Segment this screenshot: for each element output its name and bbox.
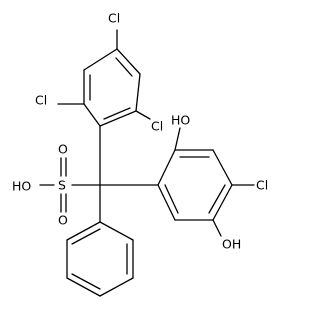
chemical-structure: Cl Cl Cl HO Cl OH HO S O O xyxy=(12,11,268,297)
label-oh-top: HO xyxy=(171,113,190,128)
double-bond-inner xyxy=(115,57,133,77)
label-cl-right: Cl xyxy=(151,119,163,134)
central-carbon-bonds xyxy=(71,125,159,223)
label-cl-left: Cl xyxy=(35,93,47,108)
bond xyxy=(66,277,101,297)
atom-labels: Cl Cl Cl HO Cl OH HO S O O xyxy=(12,11,268,252)
bond xyxy=(116,48,141,75)
bond xyxy=(66,221,101,241)
bond xyxy=(212,149,233,186)
double-bond-inner xyxy=(103,107,131,120)
double-bond-inner xyxy=(164,184,179,214)
bond xyxy=(99,221,134,241)
sulfonic-acid-group xyxy=(39,157,67,213)
double-bond-inner xyxy=(71,273,101,290)
label-cl-phenol: Cl xyxy=(256,178,268,193)
bond xyxy=(83,103,101,127)
bond xyxy=(157,149,176,186)
label-oxygen-lower: O xyxy=(58,213,68,228)
label-oxygen-upper: O xyxy=(58,142,68,157)
label-oh-bottom: OH xyxy=(222,237,241,252)
bond-to-oh-top xyxy=(174,127,181,151)
bond xyxy=(212,184,233,221)
label-sulfonic-oh: HO xyxy=(12,179,31,194)
double-bond-inner xyxy=(71,228,101,245)
bond-to-oh-bottom xyxy=(212,219,222,237)
bond xyxy=(157,184,176,221)
chlorodihydroxyphenyl-ring xyxy=(157,127,255,237)
bond xyxy=(99,110,137,127)
label-sulfur: S xyxy=(58,178,66,193)
trichlorophenyl-ring xyxy=(57,29,151,127)
bond xyxy=(99,277,134,297)
label-cl-top: Cl xyxy=(108,11,120,26)
double-bond-inner xyxy=(208,184,226,214)
bond-to-cl-right xyxy=(135,110,151,120)
bond xyxy=(135,73,141,112)
phenyl-ring xyxy=(66,221,134,297)
bond xyxy=(83,48,118,71)
